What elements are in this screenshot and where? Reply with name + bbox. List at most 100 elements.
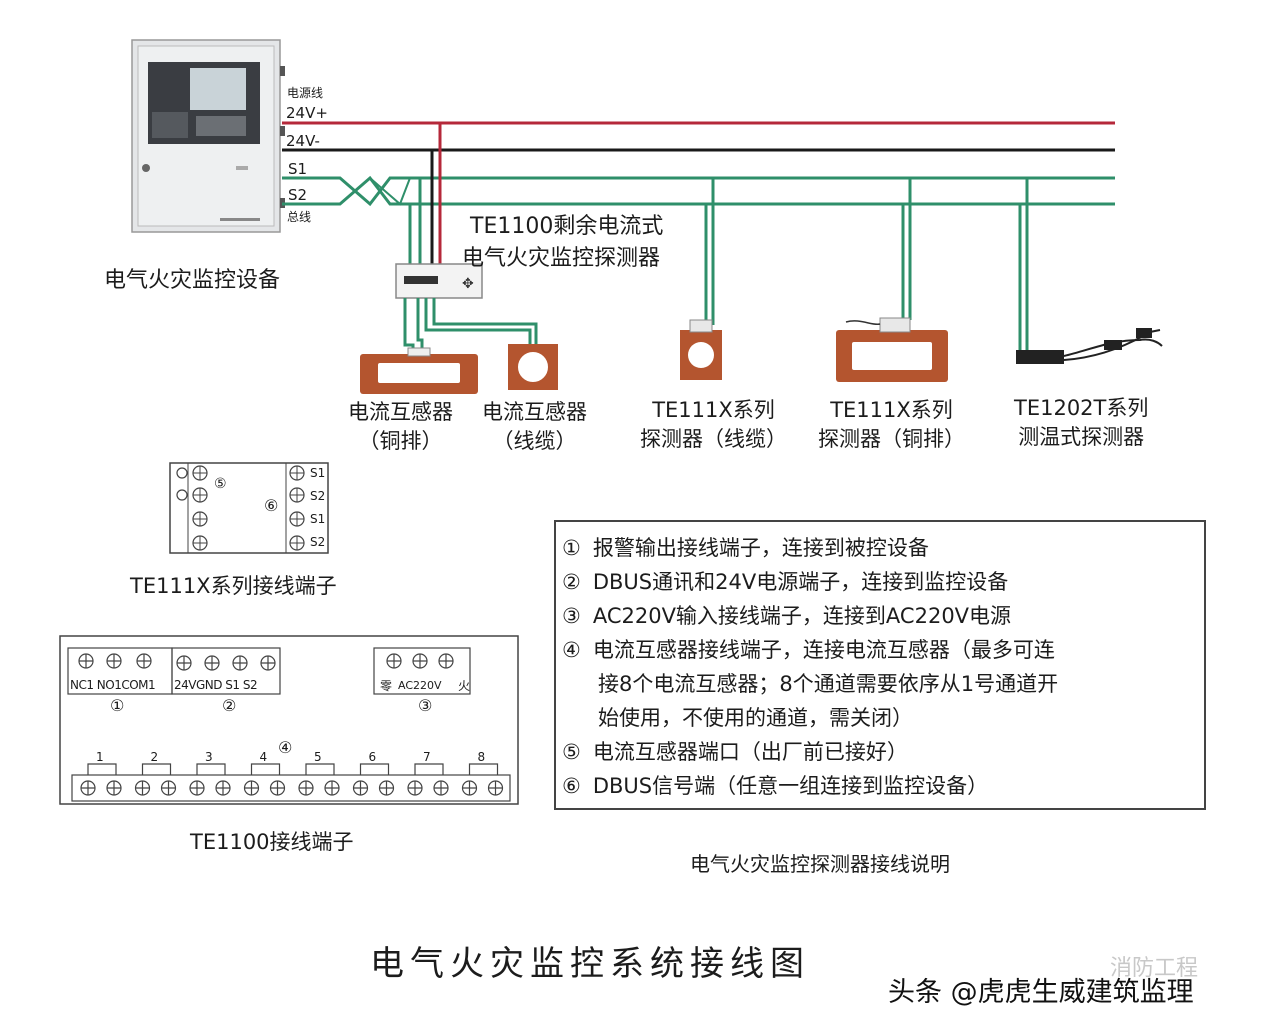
channel-tab	[468, 763, 499, 775]
product-label-ct-busbar: 电流互感器 （铜排）	[348, 400, 453, 453]
legend-item: ③ AC220V输入接线端子，连接到AC220V电源	[562, 600, 1011, 630]
te1100-caption-line2: 电气火灾监控探测器	[462, 246, 661, 271]
legend-item-text: 始使用，不使用的通道，需关闭）	[598, 706, 913, 730]
ct-busbar	[360, 347, 478, 394]
channel-tab	[250, 763, 281, 775]
channel-screw-cross	[353, 781, 368, 795]
channel-number: 8	[477, 750, 486, 764]
channel-tab	[141, 763, 172, 775]
channel-screw-cross	[107, 781, 121, 795]
diagram-title: 电气火灾监控系统接线图	[370, 944, 810, 984]
legend-item-number: ①	[562, 536, 581, 560]
legend-item-number: ②	[562, 570, 581, 594]
channel-number: 4	[259, 750, 268, 764]
channel-screw-cross	[299, 781, 313, 795]
channel-screw-cross	[488, 781, 503, 795]
terminal-screw-cross	[261, 656, 275, 670]
channel-tab	[196, 763, 226, 775]
product-label-te111x-cable: TE111X系列 探测器（线缆）	[640, 398, 787, 451]
te111x-cable-detector	[680, 319, 722, 380]
product-label-ct-cable: 电流互感器 （线缆）	[482, 400, 587, 453]
channel-tab	[87, 763, 117, 775]
te111x-terminal-labels: S1 S2 S1 S2	[310, 466, 326, 549]
legend-item: 始使用，不使用的通道，需关闭）	[598, 702, 913, 732]
channel-screw-cross	[379, 781, 394, 795]
terminal-screw-cross	[107, 654, 121, 668]
product-label-te1202t: TE1202T系列 测温式探测器	[1014, 396, 1149, 449]
legend-item-text: 报警输出接线端子，连接到被控设备	[592, 536, 929, 560]
svg-text:✥: ✥	[462, 276, 474, 292]
wire-label-s1: S1	[288, 160, 308, 178]
te111x-mark-5: ⑤	[214, 476, 227, 492]
te111x-terminal-caption: TE111X系列接线端子	[130, 574, 337, 598]
channel-screw-cross	[270, 781, 285, 795]
channel-tab	[414, 763, 444, 775]
channel-screw-cross	[408, 781, 422, 795]
ct-cable	[508, 344, 558, 390]
wire-label-power: 电源线	[287, 86, 324, 100]
channel-screw-cross	[462, 781, 477, 795]
terminal-screw-cross	[205, 656, 219, 670]
te111x-busbar-detector	[836, 317, 948, 382]
legend-item: ⑤ 电流互感器端口（出厂前已接好）	[562, 736, 908, 766]
channel-screw-cross	[190, 781, 204, 795]
wire-label-24v-pos: 24V+	[286, 104, 328, 122]
legend-item-text: DBUS信号端（任意一组连接到监控设备）	[592, 774, 989, 798]
te1202t-temperature-detector	[1016, 328, 1163, 364]
legend-item-number: ⑤	[562, 740, 581, 764]
channel-screw-cross	[161, 781, 176, 795]
te1100-mark-2: ②	[222, 696, 237, 715]
product-label-te111x-busbar: TE111X系列 探测器（铜排）	[818, 398, 965, 451]
controller-caption: 电气火灾监控设备	[104, 268, 281, 293]
channel-terminal-strip	[71, 774, 511, 802]
channel-screw-cross	[325, 781, 339, 795]
te1100-group3-mid: AC220V	[398, 679, 442, 692]
legend-item-text: DBUS通讯和24V电源端子，连接到监控设备	[592, 570, 1009, 594]
legend-item-text: AC220V输入接线端子，连接到AC220V电源	[592, 604, 1012, 628]
terminal-screw-cross	[439, 654, 453, 668]
terminal-screw-cross	[137, 654, 151, 668]
legend-item: ① 报警输出接线端子，连接到被控设备	[562, 532, 929, 562]
s2-bus-wire	[282, 175, 1115, 206]
te1100-group3-left: 零	[380, 679, 393, 693]
channel-number: 2	[150, 750, 159, 764]
legend-item: ⑥ DBUS信号端（任意一组连接到监控设备）	[562, 770, 988, 800]
te1100-group2-label: 24VGND S1 S2	[174, 678, 258, 692]
legend-item-number: ④	[562, 638, 581, 662]
legend-box	[554, 520, 1206, 810]
wire-label-s2: S2	[288, 186, 308, 204]
legend-item: ④ 电流互感器接线端子，连接电流互感器（最多可连	[562, 634, 1055, 664]
legend-item-text: 电流互感器接线端子，连接电流互感器（最多可连	[592, 638, 1055, 662]
faded-watermark: 消防工程	[1110, 956, 1199, 981]
fire-monitoring-controller	[131, 39, 285, 233]
te1100-mark-4: ④	[278, 738, 293, 757]
channel-screw-cross	[434, 781, 448, 795]
terminal-screw-cross	[177, 656, 191, 670]
s1-bus-wire	[282, 176, 1115, 207]
watermark: 头条 @虎虎生威建筑监理	[888, 977, 1194, 1008]
terminal-screw-cross	[413, 654, 427, 668]
channel-tab	[305, 763, 335, 775]
channel-number: 6	[368, 750, 377, 764]
legend-item-number: ③	[562, 604, 581, 628]
te1100-mark-3: ③	[418, 696, 433, 715]
te1100-terminal-caption: TE1100接线端子	[190, 830, 354, 854]
legend-item-number: ⑥	[562, 774, 581, 798]
channel-number: 1	[96, 750, 104, 764]
legend-item: 接8个电流互感器；8个通道需要依序从1号通道开	[598, 668, 1058, 698]
te1100-group3-right: 火	[458, 679, 471, 693]
legend-item-text: 电流互感器端口（出厂前已接好）	[592, 740, 908, 764]
te1100-caption-line1: TE1100剩余电流式	[470, 214, 664, 239]
terminal-screw-cross	[233, 656, 247, 670]
legend-item: ② DBUS通讯和24V电源端子，连接到监控设备	[562, 566, 1008, 596]
channel-screw-cross	[216, 781, 230, 795]
te1100-mark-1: ①	[110, 696, 125, 715]
channel-screw-cross	[81, 781, 95, 795]
wire-label-24v-neg: 24V-	[286, 132, 320, 150]
te111x-terminal-diagram	[169, 462, 329, 554]
te1100-terminal-diagram	[59, 635, 519, 805]
te1100-detector: ✥	[395, 263, 483, 299]
channel-number: 5	[314, 750, 322, 764]
